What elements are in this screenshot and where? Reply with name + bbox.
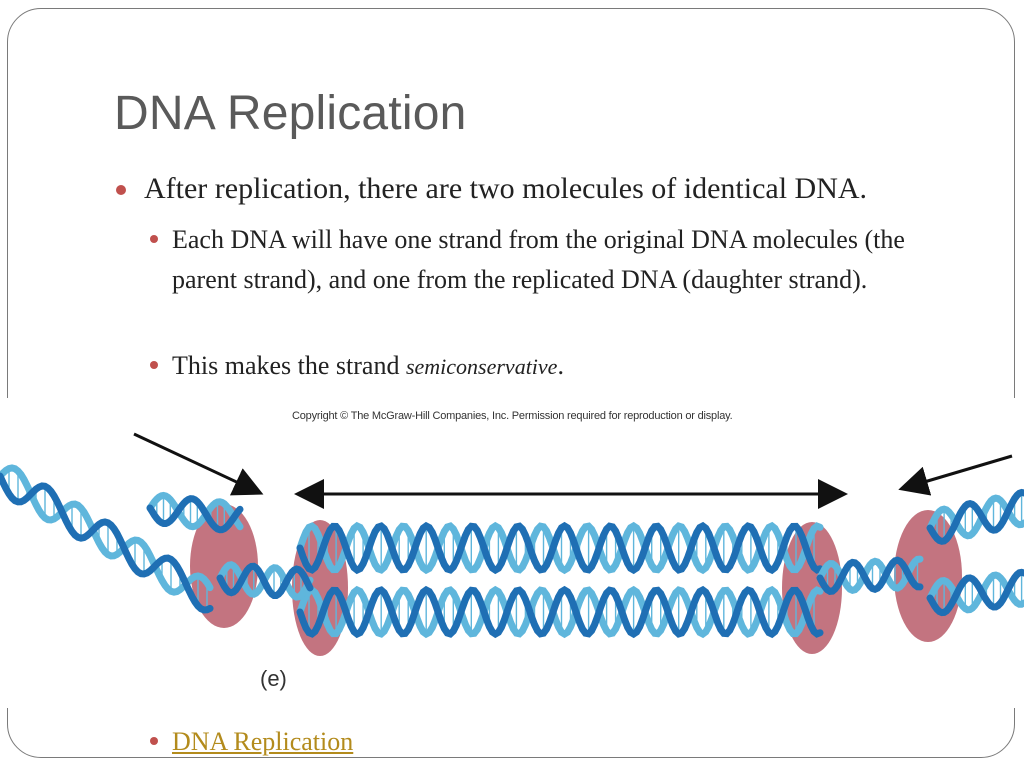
dna-replication-link[interactable]: DNA Replication [172,727,354,756]
bullet-parent-daughter: Each DNA will have one strand from the o… [150,220,910,300]
bullet-semiconservative: This makes the strand semiconservative. [150,346,564,387]
bullet-dot [150,361,158,369]
bullet-dot [150,737,158,745]
helix-strand [146,495,244,534]
helix-left-connector [216,561,314,601]
dna-replication-figure [0,432,1024,656]
figure-label: (e) [260,666,287,691]
bullet-dot [116,185,126,195]
helix-strand [296,521,824,575]
emphasis-term: semiconservative [405,354,558,379]
arrow-left-diagonal [133,432,264,496]
bullet-text: This makes the strand semiconservative. [172,346,564,387]
helix-strand [216,562,314,599]
slide-title: DNA Replication [114,87,467,140]
bullet-identical-dna: After replication, there are two molecul… [116,172,867,206]
bullet-text-before: This makes the strand [172,351,406,380]
helix-daughter-upper [296,521,824,575]
bullet-text-after: . [557,351,564,380]
helix-strand [816,555,924,594]
bullet-text: After replication, there are two molecul… [144,172,868,205]
dna-helices [0,464,1024,639]
figure-copyright: Copyright © The McGraw-Hill Companies, I… [292,410,733,422]
helix-right-upper [926,488,1024,545]
helix-right-lower [926,568,1024,617]
arrow-right-diagonal [898,454,1013,496]
helix-daughter-lower [296,585,824,639]
helix-strand [296,585,824,639]
helix-left-lower [0,464,214,614]
helix-strand [0,464,214,596]
helix-left-upper [146,491,244,534]
helix-strand [926,488,1024,545]
helix-strand [146,491,244,531]
helix-strand [816,556,924,596]
helix-strand [0,472,214,614]
helix-strand [926,568,1024,617]
bullet-text: Each DNA will have one strand from the o… [172,225,905,294]
helix-strand [296,585,824,639]
bullet-link-item: DNA Replication [150,722,353,762]
helix-strand [296,521,824,575]
bullet-dot [150,235,158,243]
replication-enzyme-center-right [782,522,842,654]
helix-right-connector [816,555,924,596]
